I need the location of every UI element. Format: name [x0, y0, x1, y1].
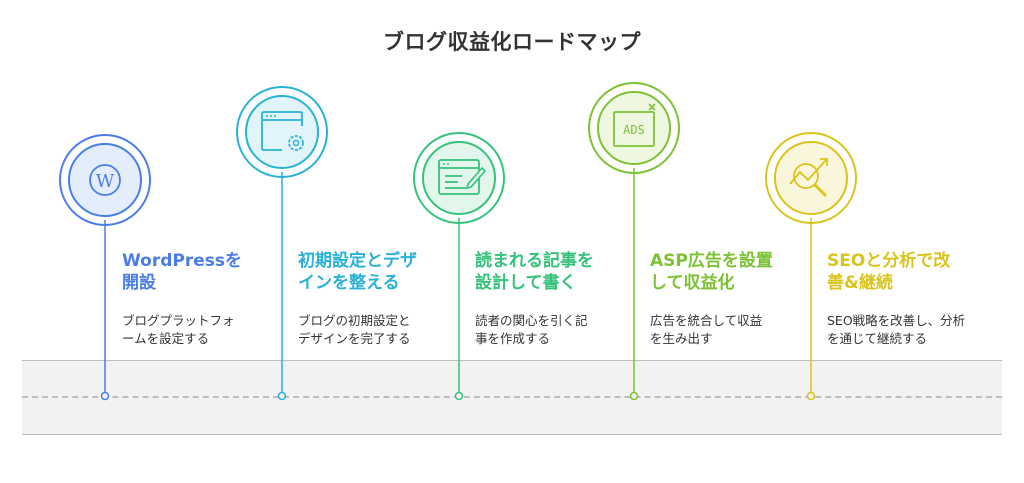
step-4-desc-line1: 広告を統合して収益 [650, 313, 763, 328]
step-5-description: SEO戦略を改善し、分析 を通じて継続する [827, 312, 1007, 348]
step-2-desc-line1: ブログの初期設定と [298, 313, 411, 328]
step-5-marker [765, 132, 857, 401]
step-1-desc-line2: ームを設定する [122, 331, 210, 346]
step-2-title: 初期設定とデザ インを整える [298, 250, 473, 294]
step-1-marker: W [59, 134, 151, 401]
step-3-desc-line1: 読者の関心を引く記 [475, 313, 588, 328]
step-2: 初期設定とデザ インを整える ブログの初期設定と デザインを完了する [298, 250, 473, 348]
step-1-title-line2: 開設 [122, 273, 156, 293]
step-3-title-line1: 読まれる記事を [475, 251, 594, 271]
svg-text:W: W [96, 171, 115, 192]
settings-window-icon [261, 111, 304, 151]
step-4-marker: ADS [588, 82, 680, 401]
step-4: ASP広告を設置 して収益化 広告を統合して収益 を生み出す [650, 250, 825, 348]
wordpress-icon: W [89, 164, 121, 196]
step-1: WordPressを 開設 ブログプラットフォ ームを設定する [122, 250, 297, 348]
step-3: 読まれる記事を 設計して書く 読者の関心を引く記 事を作成する [475, 250, 650, 348]
road [22, 360, 1002, 435]
step-5-title-line1: SEOと分析で改 [827, 251, 951, 271]
step-1-title: WordPressを 開設 [122, 250, 297, 294]
step-1-title-line1: WordPressを [122, 251, 242, 271]
edit-document-icon [438, 159, 487, 195]
step-2-description: ブログの初期設定と デザインを完了する [298, 312, 473, 348]
step-3-marker [413, 132, 505, 401]
ads-label: ADS [623, 123, 645, 137]
step-5-desc-line1: SEO戦略を改善し、分析 [827, 313, 966, 328]
step-5: SEOと分析で改 善&継続 SEO戦略を改善し、分析 を通じて継続する [827, 250, 1007, 348]
step-2-desc-line2: デザインを完了する [298, 331, 411, 346]
step-1-desc-line1: ブログプラットフォ [122, 313, 235, 328]
ads-window-icon: ADS [613, 103, 656, 147]
seo-analysis-icon [789, 158, 828, 197]
step-5-desc-line2: を通じて継続する [827, 331, 928, 346]
step-4-desc-line2: を生み出す [650, 331, 713, 346]
step-4-title: ASP広告を設置 して収益化 [650, 250, 825, 294]
diagram-title: ブログ収益化ロードマップ [383, 30, 641, 54]
step-2-title-line2: インを整える [298, 273, 400, 293]
step-3-description: 読者の関心を引く記 事を作成する [475, 312, 650, 348]
step-4-description: 広告を統合して収益 を生み出す [650, 312, 825, 348]
road-center-line [22, 396, 1002, 398]
step-5-title: SEOと分析で改 善&継続 [827, 250, 1007, 294]
step-5-title-line2: 善&継続 [827, 273, 893, 293]
step-3-desc-line2: 事を作成する [475, 331, 551, 346]
step-2-marker [236, 86, 328, 401]
step-3-title: 読まれる記事を 設計して書く [475, 250, 650, 294]
step-4-title-line1: ASP広告を設置 [650, 251, 773, 271]
step-3-title-line2: 設計して書く [475, 273, 577, 293]
step-4-title-line2: して収益化 [650, 273, 735, 293]
step-2-title-line1: 初期設定とデザ [298, 251, 417, 271]
step-1-description: ブログプラットフォ ームを設定する [122, 312, 297, 348]
